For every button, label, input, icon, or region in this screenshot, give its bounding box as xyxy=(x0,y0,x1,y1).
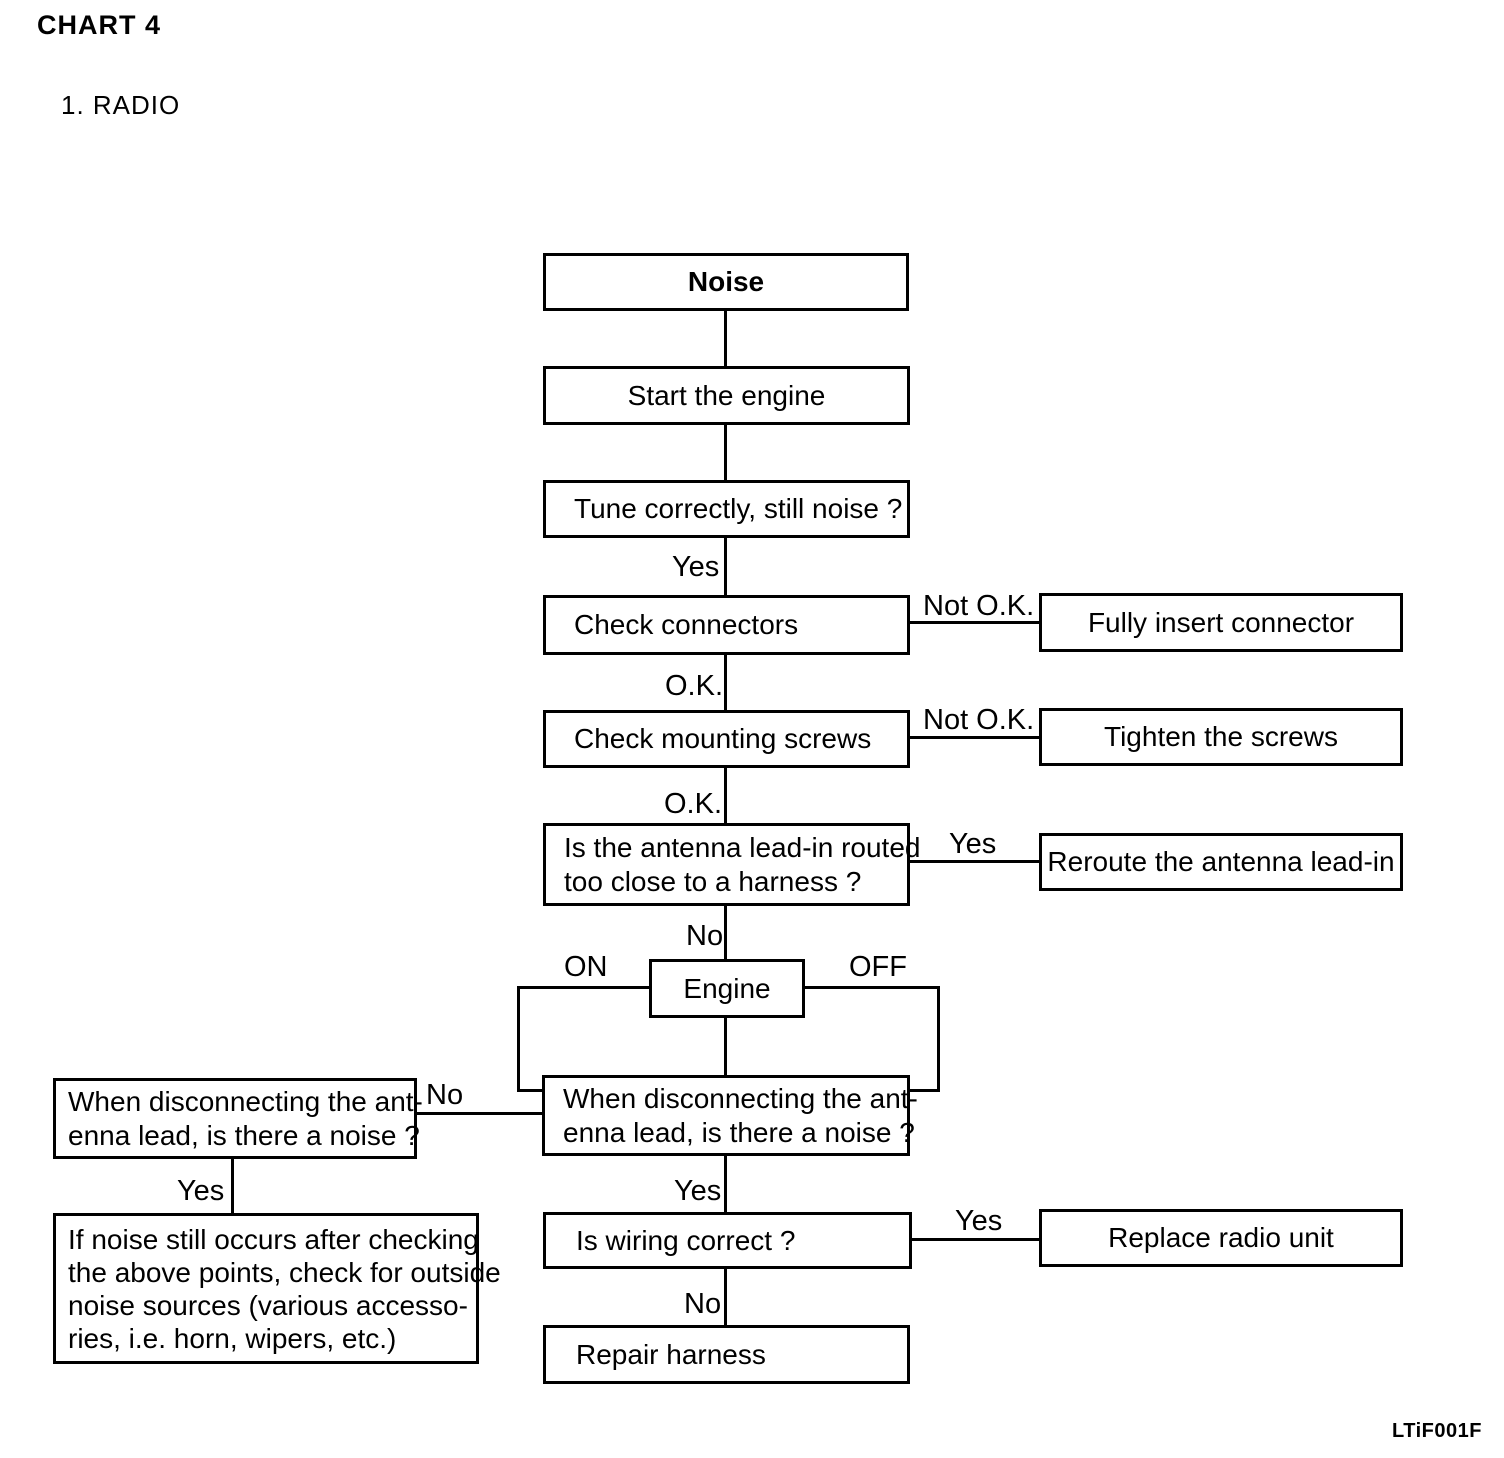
edge-disconnect-to-wiring xyxy=(724,1154,727,1214)
edge-label-yes-wiring: Yes xyxy=(955,1205,1003,1237)
node-fully-insert-connector-label: Fully insert connector xyxy=(1087,606,1355,638)
node-noise-label: Noise xyxy=(687,266,765,298)
edge-screws-to-antenna xyxy=(724,766,727,825)
edge-label-engine-off: OFF xyxy=(849,951,907,983)
node-start-engine: Start the engine xyxy=(543,366,910,425)
edge-antenna-to-engine xyxy=(724,904,727,961)
edge-label-no-antenna: No xyxy=(686,920,724,952)
edge-label-yes-antenna: Yes xyxy=(949,828,997,860)
node-tighten-screws: Tighten the screws xyxy=(1039,708,1403,766)
node-tune-correctly: Tune correctly, still noise ? xyxy=(543,480,910,538)
node-repair-harness: Repair harness xyxy=(543,1325,910,1384)
node-disconnect-antenna-center: When disconnecting the ant- enna lead, i… xyxy=(542,1075,918,1156)
node-outside-noise-note-line1: If noise still occurs after checking xyxy=(68,1223,479,1255)
edge-start-to-tune xyxy=(724,423,727,482)
edge-engine-on-vertical xyxy=(517,986,520,1092)
edge-engine-to-disconnect xyxy=(724,1016,727,1077)
figure-code: LTiF001F xyxy=(1392,1420,1482,1442)
edge-label-no-disconnect: No xyxy=(426,1079,464,1111)
node-wiring-correct-label: Is wiring correct ? xyxy=(576,1224,796,1256)
edge-disconnect-to-leftbox xyxy=(415,1112,544,1115)
node-reroute-antenna: Reroute the antenna lead-in xyxy=(1039,833,1403,891)
node-disconnect-antenna-center-line2: enna lead, is there a noise ? xyxy=(563,1116,915,1148)
edge-label-engine-on: ON xyxy=(564,951,608,983)
edge-wiring-to-repair xyxy=(724,1267,727,1327)
edge-connectors-to-fully-insert xyxy=(908,621,1041,624)
node-replace-radio: Replace radio unit xyxy=(1039,1209,1403,1267)
edge-leftbox-to-note xyxy=(231,1157,234,1215)
edge-engine-off-horizontal xyxy=(803,986,940,989)
node-engine-label: Engine xyxy=(683,972,771,1004)
edge-engine-on-into-box xyxy=(517,1089,545,1092)
edge-wiring-to-replace xyxy=(910,1238,1041,1241)
edge-noise-to-start xyxy=(724,308,727,368)
edge-label-yes-leftbox: Yes xyxy=(177,1175,225,1207)
node-outside-noise-note-line2: the above points, check for outside xyxy=(68,1256,501,1288)
node-disconnect-antenna-left-line2: enna lead, is there a noise ? xyxy=(68,1119,420,1151)
node-disconnect-antenna-center-line1: When disconnecting the ant- xyxy=(563,1082,918,1114)
edge-label-ok-connectors: O.K. xyxy=(665,670,724,702)
node-disconnect-antenna-left-line1: When disconnecting the ant- xyxy=(68,1085,423,1117)
node-repair-harness-label: Repair harness xyxy=(576,1338,766,1370)
edge-label-notok-connectors: Not O.K. xyxy=(923,590,1035,622)
node-antenna-routed-line1: Is the antenna lead-in routed xyxy=(564,831,921,863)
edge-engine-on-horizontal xyxy=(517,986,651,989)
node-outside-noise-note-line3: noise sources (various accesso- xyxy=(68,1289,468,1321)
edge-antenna-to-reroute xyxy=(908,860,1041,863)
node-check-connectors-label: Check connectors xyxy=(574,609,799,641)
node-disconnect-antenna-left: When disconnecting the ant- enna lead, i… xyxy=(53,1078,423,1159)
node-outside-noise-note-line4: ries, i.e. horn, wipers, etc.) xyxy=(68,1322,397,1354)
edge-label-notok-screws: Not O.K. xyxy=(923,704,1035,736)
node-noise: Noise xyxy=(543,253,909,311)
edge-label-yes-disconnect: Yes xyxy=(674,1175,722,1207)
node-fully-insert-connector: Fully insert connector xyxy=(1039,593,1403,652)
edge-engine-off-vertical xyxy=(937,986,940,1092)
node-outside-noise-note: If noise still occurs after checking the… xyxy=(53,1213,501,1364)
edge-label-no-wiring: No xyxy=(684,1288,722,1320)
page-title: CHART 4 xyxy=(37,10,162,40)
node-check-mounting-screws: Check mounting screws xyxy=(543,710,910,768)
edge-label-yes-tune: Yes xyxy=(672,551,720,583)
node-antenna-routed: Is the antenna lead-in routed too close … xyxy=(543,823,920,906)
node-check-connectors: Check connectors xyxy=(543,595,910,655)
edge-screws-to-tighten xyxy=(908,736,1041,739)
edge-label-ok-screws: O.K. xyxy=(664,788,723,820)
edge-engine-off-into-box xyxy=(908,1089,940,1092)
node-wiring-correct: Is wiring correct ? xyxy=(543,1212,912,1269)
node-check-mounting-screws-label: Check mounting screws xyxy=(574,723,872,755)
node-engine: Engine xyxy=(649,959,805,1018)
node-tune-correctly-label: Tune correctly, still noise ? xyxy=(574,493,903,525)
node-antenna-routed-line2: too close to a harness ? xyxy=(564,865,862,897)
node-start-engine-label: Start the engine xyxy=(627,379,826,411)
edge-connectors-to-screws xyxy=(724,653,727,712)
section-title: 1. RADIO xyxy=(61,90,181,120)
edge-tune-to-connectors xyxy=(724,536,727,597)
node-tighten-screws-label: Tighten the screws xyxy=(1104,721,1338,753)
node-reroute-antenna-label: Reroute the antenna lead-in xyxy=(1047,846,1395,878)
node-replace-radio-label: Replace radio unit xyxy=(1108,1222,1334,1254)
